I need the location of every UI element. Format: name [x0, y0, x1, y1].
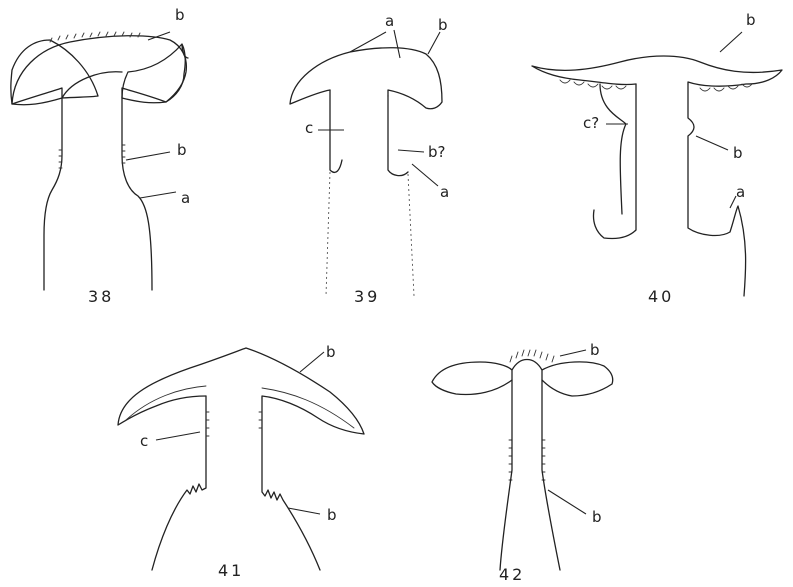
figure-41-label-b: b: [327, 506, 337, 524]
figure-38-outline: [11, 40, 188, 290]
figure-41-leaders: [156, 352, 324, 514]
figure-39-label-a-top: a: [385, 12, 394, 30]
figure-38-number: 38: [88, 287, 114, 306]
figure-38-spines: [50, 32, 140, 168]
figure-39-label-b-top: b: [438, 16, 448, 34]
figure-39-number: 39: [354, 287, 380, 306]
figure-41: b c b 41: [118, 343, 364, 580]
figure-39: a b c b? a 39: [290, 12, 449, 306]
figure-42-label-b: b: [592, 508, 602, 526]
figure-42-label-b-top: b: [590, 341, 600, 359]
figure-38-label-b-top: b: [175, 6, 185, 24]
figure-38: b b a 38: [11, 6, 190, 306]
figure-40-leaders: [606, 32, 742, 208]
figure-42-leaders: [548, 350, 586, 514]
figure-41-spines: [206, 412, 262, 436]
figure-39-leaders: [318, 30, 440, 186]
figure-41-stem: [152, 396, 320, 570]
figure-40-label-a: a: [736, 183, 745, 201]
figure-42-stem: [500, 380, 560, 570]
figure-41-number: 41: [218, 561, 244, 580]
figure-38-cap: [12, 36, 186, 104]
figure-41-inner: [126, 386, 354, 428]
figure-41-label-c: c: [140, 432, 148, 450]
figure-42-cap: [432, 360, 613, 397]
figure-40-stem: [593, 84, 745, 296]
figure-42-spines: [509, 350, 554, 480]
figure-40-teeth: [560, 80, 752, 91]
figure-40-label-c-question: c?: [583, 114, 599, 132]
figure-39-dotted: [326, 172, 414, 296]
figure-40-label-b: b: [733, 144, 743, 162]
figure-42-number: 42: [499, 565, 525, 584]
figure-38-label-b: b: [177, 141, 187, 159]
figure-39-cap: [290, 48, 442, 109]
figure-39-label-c: c: [305, 119, 313, 137]
figure-39-label-b-question: b?: [428, 143, 445, 161]
figure-39-label-a: a: [440, 183, 449, 201]
figure-38-label-a: a: [181, 189, 190, 207]
figure-41-label-b-top: b: [326, 343, 336, 361]
figure-42: b b 42: [432, 341, 613, 584]
figure-40: b c? b a 40: [532, 11, 782, 306]
figure-39-stem: [330, 90, 408, 176]
figure-40-cap: [532, 56, 782, 86]
figure-40-label-b-top: b: [746, 11, 756, 29]
figure-40-number: 40: [648, 287, 674, 306]
